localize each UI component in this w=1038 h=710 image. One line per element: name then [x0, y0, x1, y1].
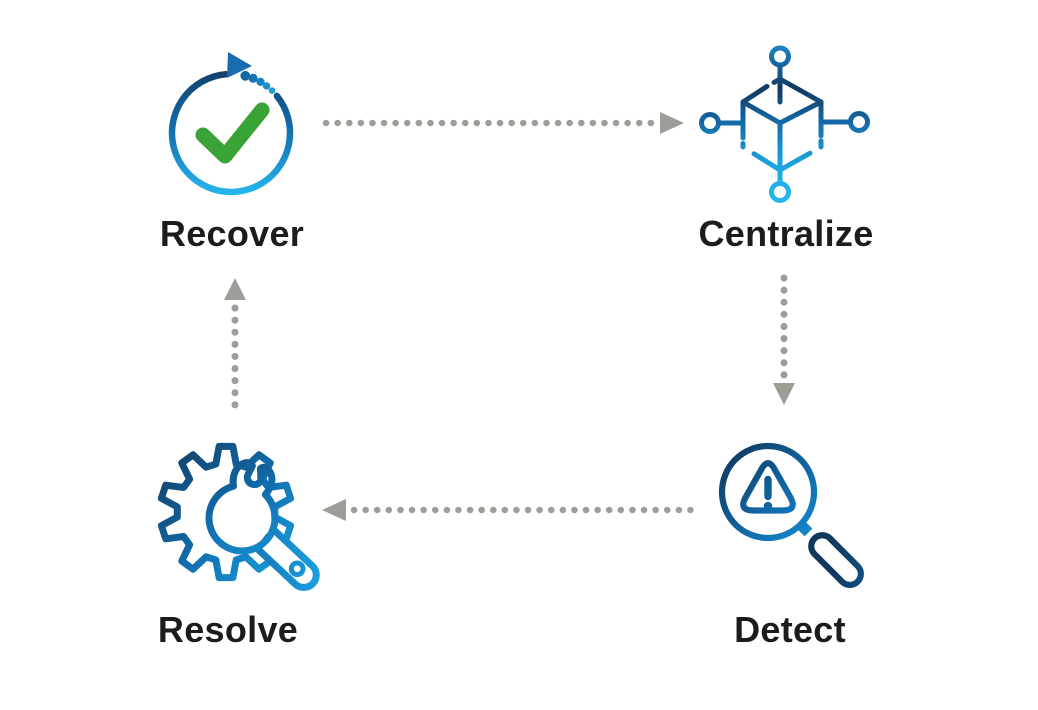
cycle-dot [256, 77, 265, 86]
cycle-dot [240, 70, 251, 81]
cube-bottom-edges [740, 99, 824, 173]
magnifier-lens [718, 442, 818, 542]
cycle-arc [168, 70, 294, 196]
detect-magnifier-alert-icon [718, 442, 864, 588]
recover-cycle-check-icon [168, 52, 294, 196]
wrench-head-ring [205, 482, 279, 555]
network-node-right [848, 111, 870, 133]
recover-label: Recover [159, 213, 305, 254]
arrow-detect-to-resolve [322, 499, 700, 521]
network-node-left [699, 112, 721, 134]
cycle-arrowhead [227, 52, 252, 78]
cycle-dot [268, 87, 276, 94]
centralize-label: Centralize [698, 213, 874, 254]
arrowhead-up-icon [224, 278, 246, 300]
cube-top-edges [740, 76, 824, 173]
checkmark-icon [195, 102, 270, 164]
wrench-handle-hole [288, 560, 306, 578]
arrow-recover-to-centralize [322, 112, 684, 134]
network-node-bottom [769, 181, 791, 203]
arrowhead-down-icon [773, 383, 795, 405]
cycle-dot [262, 82, 271, 90]
magnifier-handle [808, 532, 864, 588]
arrow-resolve-to-recover [224, 278, 246, 410]
wrench-handle [254, 527, 320, 591]
resolve-gear-wrench-icon [157, 442, 320, 591]
arrowhead-right-icon [660, 112, 684, 134]
cycle-dot [248, 73, 258, 83]
wrench-head [205, 459, 279, 555]
arrowhead-left-icon [322, 499, 346, 521]
network-node-top [769, 45, 791, 68]
arrow-centralize-to-detect [773, 274, 795, 405]
gear-icon [157, 442, 295, 582]
detect-label: Detect [734, 609, 846, 650]
resolve-label: Resolve [157, 609, 299, 650]
centralize-network-cube-icon [699, 45, 870, 203]
wrench-jaw [229, 459, 276, 499]
warning-triangle-icon [740, 460, 796, 514]
magnifier-neck [796, 520, 813, 537]
exclamation-dot [763, 501, 773, 511]
